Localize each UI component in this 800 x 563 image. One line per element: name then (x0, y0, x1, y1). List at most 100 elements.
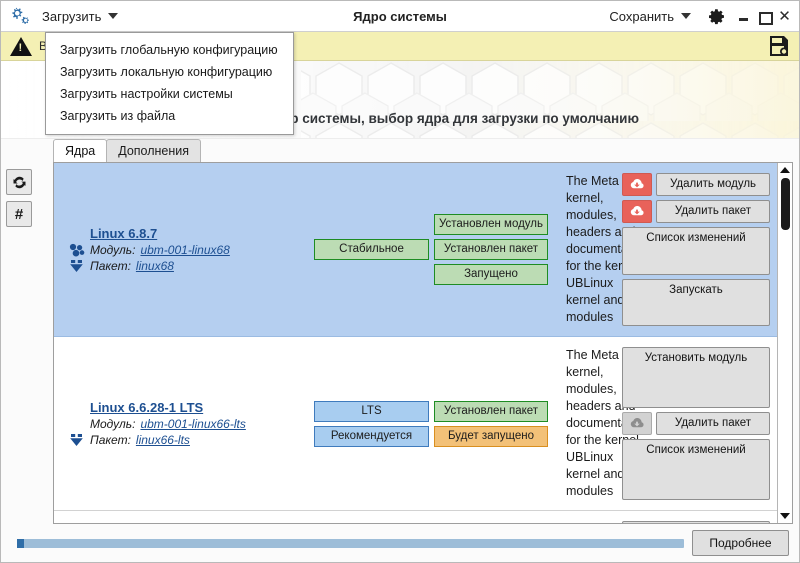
kernel-package-link-1[interactable]: linux66-lts (135, 432, 190, 447)
status-badge: Установлен пакет (434, 400, 548, 422)
menu-item-load-from-file[interactable]: Загрузить из файла (60, 109, 176, 123)
kernel-badges-left-0: Стабильное (314, 173, 429, 326)
kernel-badges-right-0: Установлен модуль Установлен пакет Запущ… (434, 173, 548, 326)
cloud-remove-icon[interactable] (622, 200, 652, 223)
remove-module-button[interactable]: Удалить модуль (656, 173, 770, 196)
package-box-icon (68, 433, 85, 447)
body-area: # Ядра Дополнения Linux 6.8.7 (1, 139, 799, 524)
kernel-badges-left-1: LTS Рекомендуется (314, 347, 429, 500)
set-default-button[interactable]: Запускать (622, 278, 770, 326)
kernel-description-0: The Meta linux kernel, modules, headers … (566, 174, 649, 324)
tabstrip: Ядра Дополнения (53, 139, 795, 162)
kernel-module-label-0: Модуль: (90, 242, 136, 257)
menu-item-load-local-config[interactable]: Загрузить локальную конфигурацию (60, 65, 273, 79)
settings-gear-icon[interactable] (709, 8, 726, 25)
remove-package-button[interactable]: Удалить пакет (656, 200, 770, 223)
triangle-up-icon (780, 167, 790, 173)
hash-button[interactable]: # (6, 201, 32, 227)
vertical-scrollbar[interactable] (777, 163, 792, 523)
kernel-card-1[interactable]: Linux 6.6.28-1 LTS Модуль: ubm-001-linux… (54, 337, 777, 511)
minimize-icon[interactable] (738, 10, 751, 23)
refresh-icon (13, 176, 25, 188)
action-row: Удалить модуль (622, 173, 770, 196)
kernel-module-label-1: Модуль: (90, 416, 136, 431)
remove-package-button[interactable]: Удалить пакет (656, 412, 770, 435)
kernel-description-2: The Meta linux kernel, modules, headers … (548, 521, 648, 523)
kernel-list: Linux 6.8.7 (53, 162, 793, 524)
kernel-module-link-1[interactable]: ubm-001-linux66-lts (140, 416, 246, 431)
status-badge: LTS (314, 400, 429, 422)
action-row: Удалить пакет (622, 412, 770, 435)
install-module-button[interactable]: Установить модуль (622, 521, 770, 523)
changelog-button[interactable]: Список изменений (622, 439, 770, 500)
kernel-list-inner: Linux 6.8.7 (54, 163, 777, 523)
window-controls: ✕ (738, 6, 791, 25)
kernel-info-0: Linux 6.8.7 (64, 173, 302, 326)
kernel-info-2: Linux 6.6.23 RT LTS Модуль: ubm-001-linu… (64, 521, 302, 523)
progress-bar (17, 538, 684, 548)
menu-item-load-system-settings[interactable]: Загрузить настройки системы (60, 87, 233, 101)
cloud-remove-icon[interactable] (622, 173, 652, 196)
status-badge: Установлен пакет (434, 239, 548, 260)
kernel-badges-right-1: Установлен пакет Будет запущено (434, 347, 548, 500)
package-box-icon (68, 259, 85, 273)
changelog-button[interactable]: Список изменений (622, 227, 770, 275)
refresh-button[interactable] (6, 169, 32, 195)
load-dropdown-menu[interactable]: Загрузить глобальную конфигурацию Загруз… (45, 32, 294, 135)
action-row: Удалить пакет (622, 200, 770, 223)
title-bar: Загрузить Ядро системы Сохранить ✕ (1, 1, 799, 32)
close-icon[interactable]: ✕ (778, 6, 791, 25)
save-menu-button[interactable]: Сохранить (603, 7, 697, 26)
kernel-package-row-0: Пакет: linux68 (68, 258, 302, 274)
kernel-card-2[interactable]: Linux 6.6.23 RT LTS Модуль: ubm-001-linu… (54, 511, 777, 523)
warning-triangle-icon (10, 36, 32, 56)
kernel-module-row-1: Модуль: ubm-001-linux66-lts (68, 416, 302, 432)
warning-text: В (39, 39, 48, 53)
load-menu-label: Загрузить (42, 8, 102, 24)
tab-extras[interactable]: Дополнения (106, 139, 202, 162)
kernel-actions-0: Удалить модуль Удалить пакет Список изме… (622, 173, 770, 326)
kernel-package-link-0[interactable]: linux68 (135, 258, 174, 273)
status-badge: Запущено (434, 264, 548, 285)
app-gears-icon (8, 6, 30, 26)
kernel-actions-1: Установить модуль Удалить пакет Список и… (622, 347, 770, 500)
scroll-up-button[interactable] (778, 164, 792, 176)
hash-icon: # (14, 205, 24, 223)
scroll-down-button[interactable] (778, 510, 792, 522)
save-menu-label: Сохранить (609, 8, 674, 24)
module-cluster-icon (68, 243, 85, 257)
status-badge: Рекомендуется (314, 425, 429, 447)
kernel-description-1: The Meta linux kernel, modules, headers … (566, 348, 649, 498)
kernel-package-row-1: Пакет: linux66-lts (68, 432, 302, 448)
cloud-remove-icon[interactable] (622, 412, 652, 435)
progress-bar-fill (17, 538, 24, 548)
chevron-down-icon (108, 13, 119, 19)
status-badge: Установлен модуль (434, 214, 548, 235)
status-bar: Подробнее (1, 524, 799, 562)
chevron-down-icon (681, 13, 691, 19)
title-bar-left: Загрузить (1, 6, 124, 26)
left-toolbar: # (1, 139, 37, 524)
content-column: Ядра Дополнения Linux 6.8.7 (37, 139, 799, 524)
kernel-badges-left-2: Реальное время LTS Не поддерживается (307, 521, 429, 523)
maximize-icon[interactable] (758, 10, 773, 25)
tab-kernels[interactable]: Ядра (53, 139, 108, 162)
kernel-package-label-0: Пакет: (90, 258, 131, 273)
kernel-card-0[interactable]: Linux 6.8.7 (54, 163, 777, 337)
menu-item-load-global-config[interactable]: Загрузить глобальную конфигурацию (60, 43, 278, 57)
kernel-module-link-0[interactable]: ubm-001-linux68 (140, 242, 230, 257)
scrollbar-thumb[interactable] (781, 178, 790, 230)
kernel-title-link-0[interactable]: Linux 6.8.7 (90, 225, 158, 241)
triangle-down-icon (780, 513, 790, 519)
title-bar-right: Сохранить ✕ (603, 7, 799, 26)
kernel-info-1: Linux 6.6.28-1 LTS Модуль: ubm-001-linux… (64, 347, 302, 500)
details-button[interactable]: Подробнее (692, 530, 789, 556)
status-badge: Будет запущено (434, 425, 548, 447)
floppy-save-icon[interactable] (768, 35, 790, 57)
load-menu-button[interactable]: Загрузить (36, 7, 124, 26)
install-module-button[interactable]: Установить модуль (622, 347, 770, 408)
kernel-module-row-0: Модуль: ubm-001-linux68 (68, 242, 302, 258)
status-badge: Стабильное (314, 239, 429, 260)
kernel-title-link-1[interactable]: Linux 6.6.28-1 LTS (90, 399, 204, 415)
